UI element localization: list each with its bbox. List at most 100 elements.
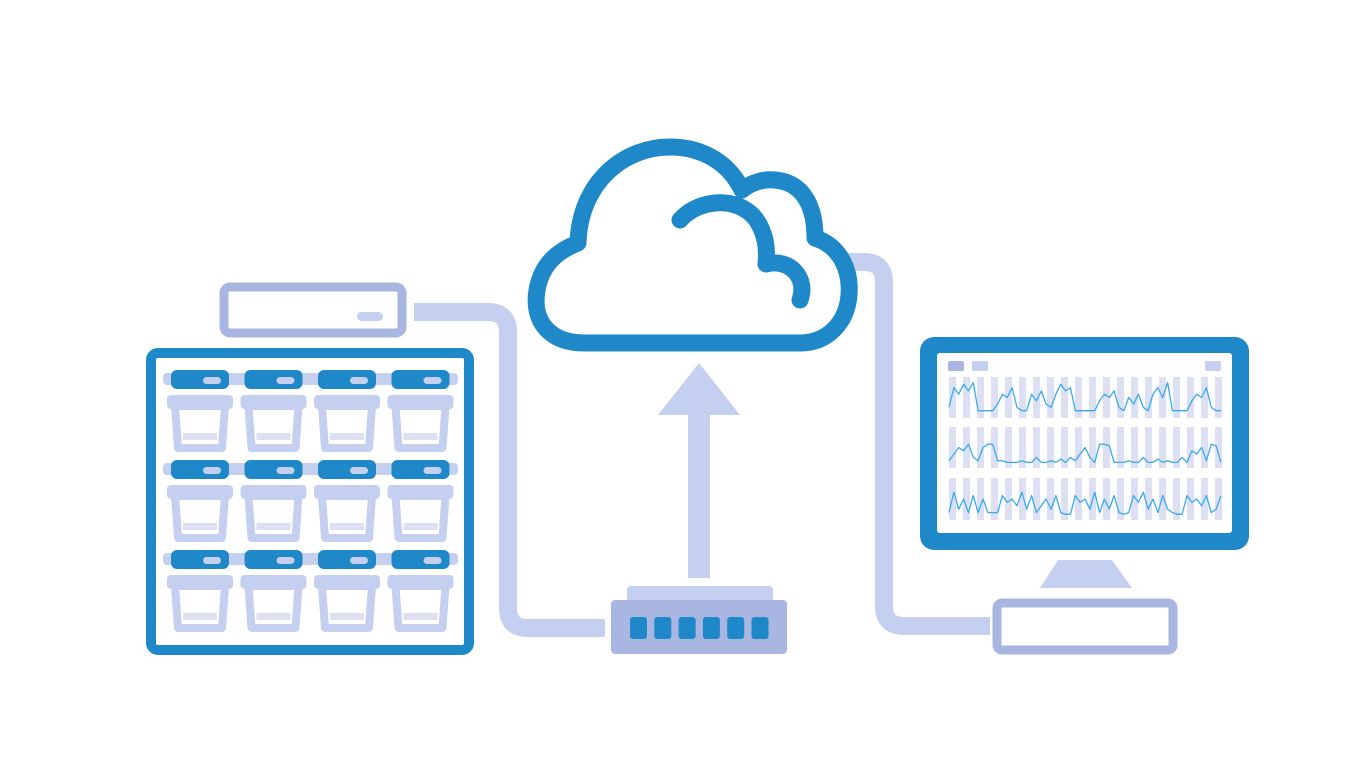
- chart-stripe: [1103, 427, 1110, 468]
- chart-stripe: [1117, 427, 1124, 468]
- chart-stripe: [1131, 377, 1138, 418]
- chart-stripe: [1047, 478, 1054, 520]
- sparkline: [948, 491, 1222, 515]
- chart-stripe: [1159, 478, 1166, 520]
- chart-stripe: [1089, 377, 1096, 418]
- drive-blade: [171, 550, 229, 569]
- chart-stripe: [1145, 478, 1152, 520]
- drive-bay: [240, 550, 307, 632]
- bin-label: [330, 613, 364, 620]
- bin-body: [171, 492, 229, 542]
- drive-blade: [391, 460, 450, 479]
- chart-stripe: [977, 377, 984, 418]
- switch-port: [727, 617, 745, 639]
- bin-body: [391, 582, 450, 632]
- chart-stripe: [1173, 478, 1180, 520]
- screen-tab-icon: [972, 361, 988, 371]
- server-rack: [146, 348, 474, 655]
- drive-bay: [240, 460, 307, 542]
- chart-stripe: [1061, 377, 1068, 418]
- chart-stripe: [1047, 427, 1054, 468]
- monitor-stand: [1040, 560, 1132, 588]
- drive-bay: [240, 370, 307, 452]
- chart-stripe: [1145, 377, 1152, 418]
- cable-cloud-to-monitor: [848, 253, 990, 635]
- monitor-base: [992, 598, 1178, 655]
- drive-led: [350, 377, 368, 384]
- drive-bay: [387, 550, 454, 632]
- network-switch: [611, 586, 787, 654]
- bin-body: [391, 402, 450, 452]
- switch-port: [630, 617, 647, 639]
- drive-bay: [387, 460, 454, 542]
- bin-label: [403, 433, 438, 440]
- drive-blade: [318, 460, 376, 479]
- drive-bay: [167, 550, 233, 632]
- drive-led: [350, 557, 368, 564]
- bin-body: [244, 582, 303, 632]
- chart-stripe: [1173, 377, 1180, 418]
- chart-stripe: [1145, 427, 1152, 468]
- drive-bay: [314, 550, 380, 632]
- switch-port: [702, 617, 720, 639]
- server-device: [219, 282, 407, 338]
- chart-stripe: [1047, 377, 1054, 418]
- drive-led: [423, 467, 442, 474]
- bin-label: [183, 523, 217, 530]
- drive-bay: [387, 370, 454, 452]
- bin-body: [391, 492, 450, 542]
- chart-stripe: [1117, 478, 1124, 520]
- bin-label: [256, 613, 291, 620]
- bin-label: [256, 523, 291, 530]
- monitor: [920, 337, 1249, 655]
- chart-stripe: [977, 427, 984, 468]
- chart-stripe: [1019, 377, 1026, 418]
- chart-stripe: [991, 377, 998, 418]
- chart-stripe: [1005, 478, 1012, 520]
- drive-blade: [171, 370, 229, 389]
- drive-led: [203, 377, 221, 384]
- chart-stripe: [1187, 427, 1194, 468]
- switch-port: [654, 617, 672, 639]
- chart-stripe: [1201, 427, 1208, 468]
- bin-label: [183, 433, 217, 440]
- cloud-icon: [527, 138, 858, 352]
- chart-stripe: [949, 377, 956, 418]
- screen-tab-icon: [948, 361, 964, 371]
- chart-stripe: [1075, 427, 1082, 468]
- chart-stripe: [1033, 427, 1040, 468]
- bin-body: [244, 492, 303, 542]
- drive-blade: [391, 370, 450, 389]
- rack-rail: [163, 373, 458, 385]
- chart-stripe: [1089, 427, 1096, 468]
- drive-led: [276, 377, 295, 384]
- drive-led: [276, 557, 295, 564]
- chart-stripe: [1005, 377, 1012, 418]
- drive-led: [203, 467, 221, 474]
- bin-body: [318, 492, 376, 542]
- sparkline: [948, 381, 1221, 412]
- drive-bay: [314, 460, 380, 542]
- drive-blade: [244, 460, 303, 479]
- bin-label: [330, 433, 364, 440]
- bin-label: [330, 523, 364, 530]
- chart-stripe: [1131, 427, 1138, 468]
- chart-stripe: [1117, 377, 1124, 418]
- chart-stripe: [1075, 377, 1082, 418]
- rack-rail: [163, 553, 458, 565]
- drive-led: [423, 377, 442, 384]
- chart-stripe: [1103, 478, 1110, 520]
- bin-body: [318, 402, 376, 452]
- drive-bay: [314, 370, 380, 452]
- chart-stripe: [963, 377, 970, 418]
- upload-arrow-icon: [658, 363, 740, 578]
- screen-tab-icon: [1205, 361, 1221, 371]
- chart-stripe: [1215, 377, 1222, 418]
- bin-body: [244, 402, 303, 452]
- chart-stripe: [1103, 377, 1110, 418]
- chart-stripe: [1019, 427, 1026, 468]
- drive-led: [423, 557, 442, 564]
- drive-led: [203, 557, 221, 564]
- chart-stripe: [991, 427, 998, 468]
